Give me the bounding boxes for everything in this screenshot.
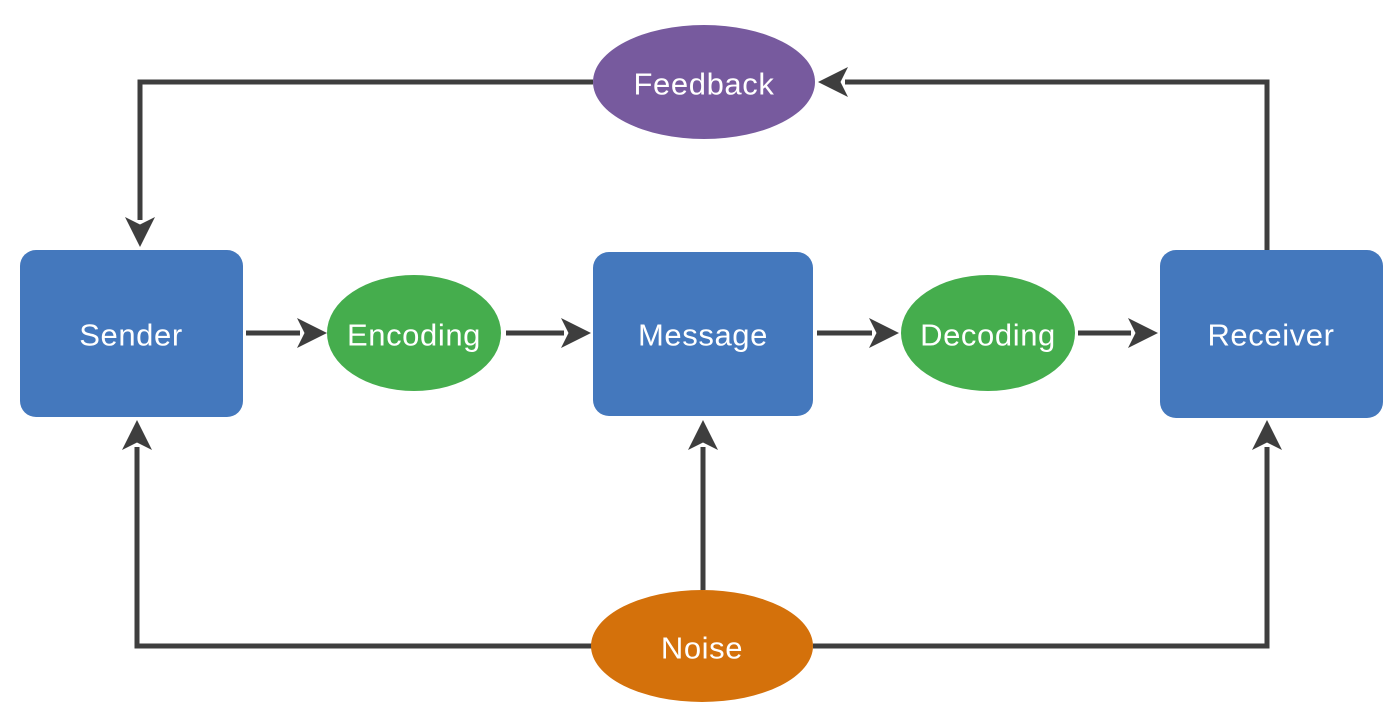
arrow-feedback-to-sender bbox=[125, 79, 593, 247]
encoding-node: Encoding bbox=[327, 275, 501, 391]
decoding-node: Decoding bbox=[901, 275, 1075, 391]
feedback-label: Feedback bbox=[634, 67, 775, 102]
message-node: Message bbox=[593, 252, 813, 416]
receiver-node: Receiver bbox=[1160, 250, 1383, 418]
message-label: Message bbox=[638, 318, 768, 353]
receiver-box bbox=[1160, 250, 1383, 418]
noise-ellipse bbox=[591, 590, 813, 702]
message-box bbox=[593, 252, 813, 416]
sender-label: Sender bbox=[79, 318, 183, 353]
encoding-label: Encoding bbox=[347, 318, 481, 353]
receiver-label: Receiver bbox=[1207, 318, 1334, 353]
feedback-node: Feedback bbox=[593, 25, 815, 139]
arrow-receiver-to-feedback bbox=[818, 67, 1270, 250]
decoding-label: Decoding bbox=[920, 318, 1056, 353]
decoding-ellipse bbox=[901, 275, 1075, 391]
sender-node: Sender bbox=[20, 250, 243, 417]
encoding-ellipse bbox=[327, 275, 501, 391]
noise-node: Noise bbox=[591, 590, 813, 702]
feedback-ellipse bbox=[593, 25, 815, 139]
arrow-noise-to-receiver bbox=[813, 420, 1282, 649]
noise-label: Noise bbox=[661, 631, 743, 666]
arrow-noise-to-sender bbox=[122, 420, 592, 649]
sender-box bbox=[20, 250, 243, 417]
